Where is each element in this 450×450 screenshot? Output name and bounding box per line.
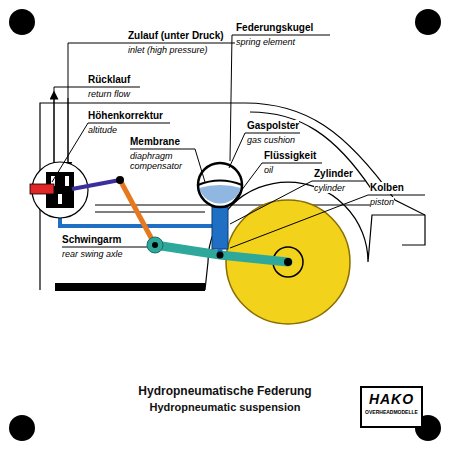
joint <box>152 242 158 248</box>
part-name: Kolben <box>370 182 404 194</box>
part-name: Schwingarm <box>62 234 121 246</box>
part-name: Gaspolster <box>247 120 299 132</box>
part-name: Zulauf (unter Druck) <box>128 30 224 42</box>
corner-dots <box>9 9 441 441</box>
part-name: Höhenkorrektur <box>88 110 163 122</box>
part-name: Rücklauf <box>88 74 130 86</box>
joint <box>217 252 224 259</box>
swing-arm-pivot <box>147 237 163 253</box>
part-name: Zylinder <box>314 168 353 180</box>
part-translation: spring element <box>236 37 295 47</box>
part-translation: cylinder <box>314 183 345 193</box>
axle <box>284 258 292 266</box>
logo-text: HAKO <box>362 390 421 408</box>
part-name: Flüssigkeit <box>264 150 316 162</box>
part-translation: return flow <box>88 89 130 99</box>
logo-box: HAKOOVERHEADMODELLE <box>360 386 423 428</box>
part-translation: altitude <box>88 125 117 135</box>
spring-sphere <box>198 163 242 207</box>
control-rod <box>72 180 120 189</box>
part-translation: piston <box>370 197 394 207</box>
part-translation: diaphragm compensator <box>130 151 192 171</box>
leader-lines <box>52 35 425 248</box>
sill-bar <box>55 283 205 291</box>
part-translation: rear swing axle <box>62 249 123 259</box>
part-translation: gas cushion <box>247 135 295 145</box>
link-rod <box>120 180 155 245</box>
part-name: Federungskugel <box>236 22 313 34</box>
part-translation: inlet (high pressure) <box>128 45 208 55</box>
logo-subtext: OVERHEADMODELLE <box>362 408 421 416</box>
part-name: Membrane <box>130 136 180 148</box>
part-translation: oil <box>264 165 273 175</box>
cylinder <box>212 207 228 249</box>
joint <box>116 176 124 184</box>
